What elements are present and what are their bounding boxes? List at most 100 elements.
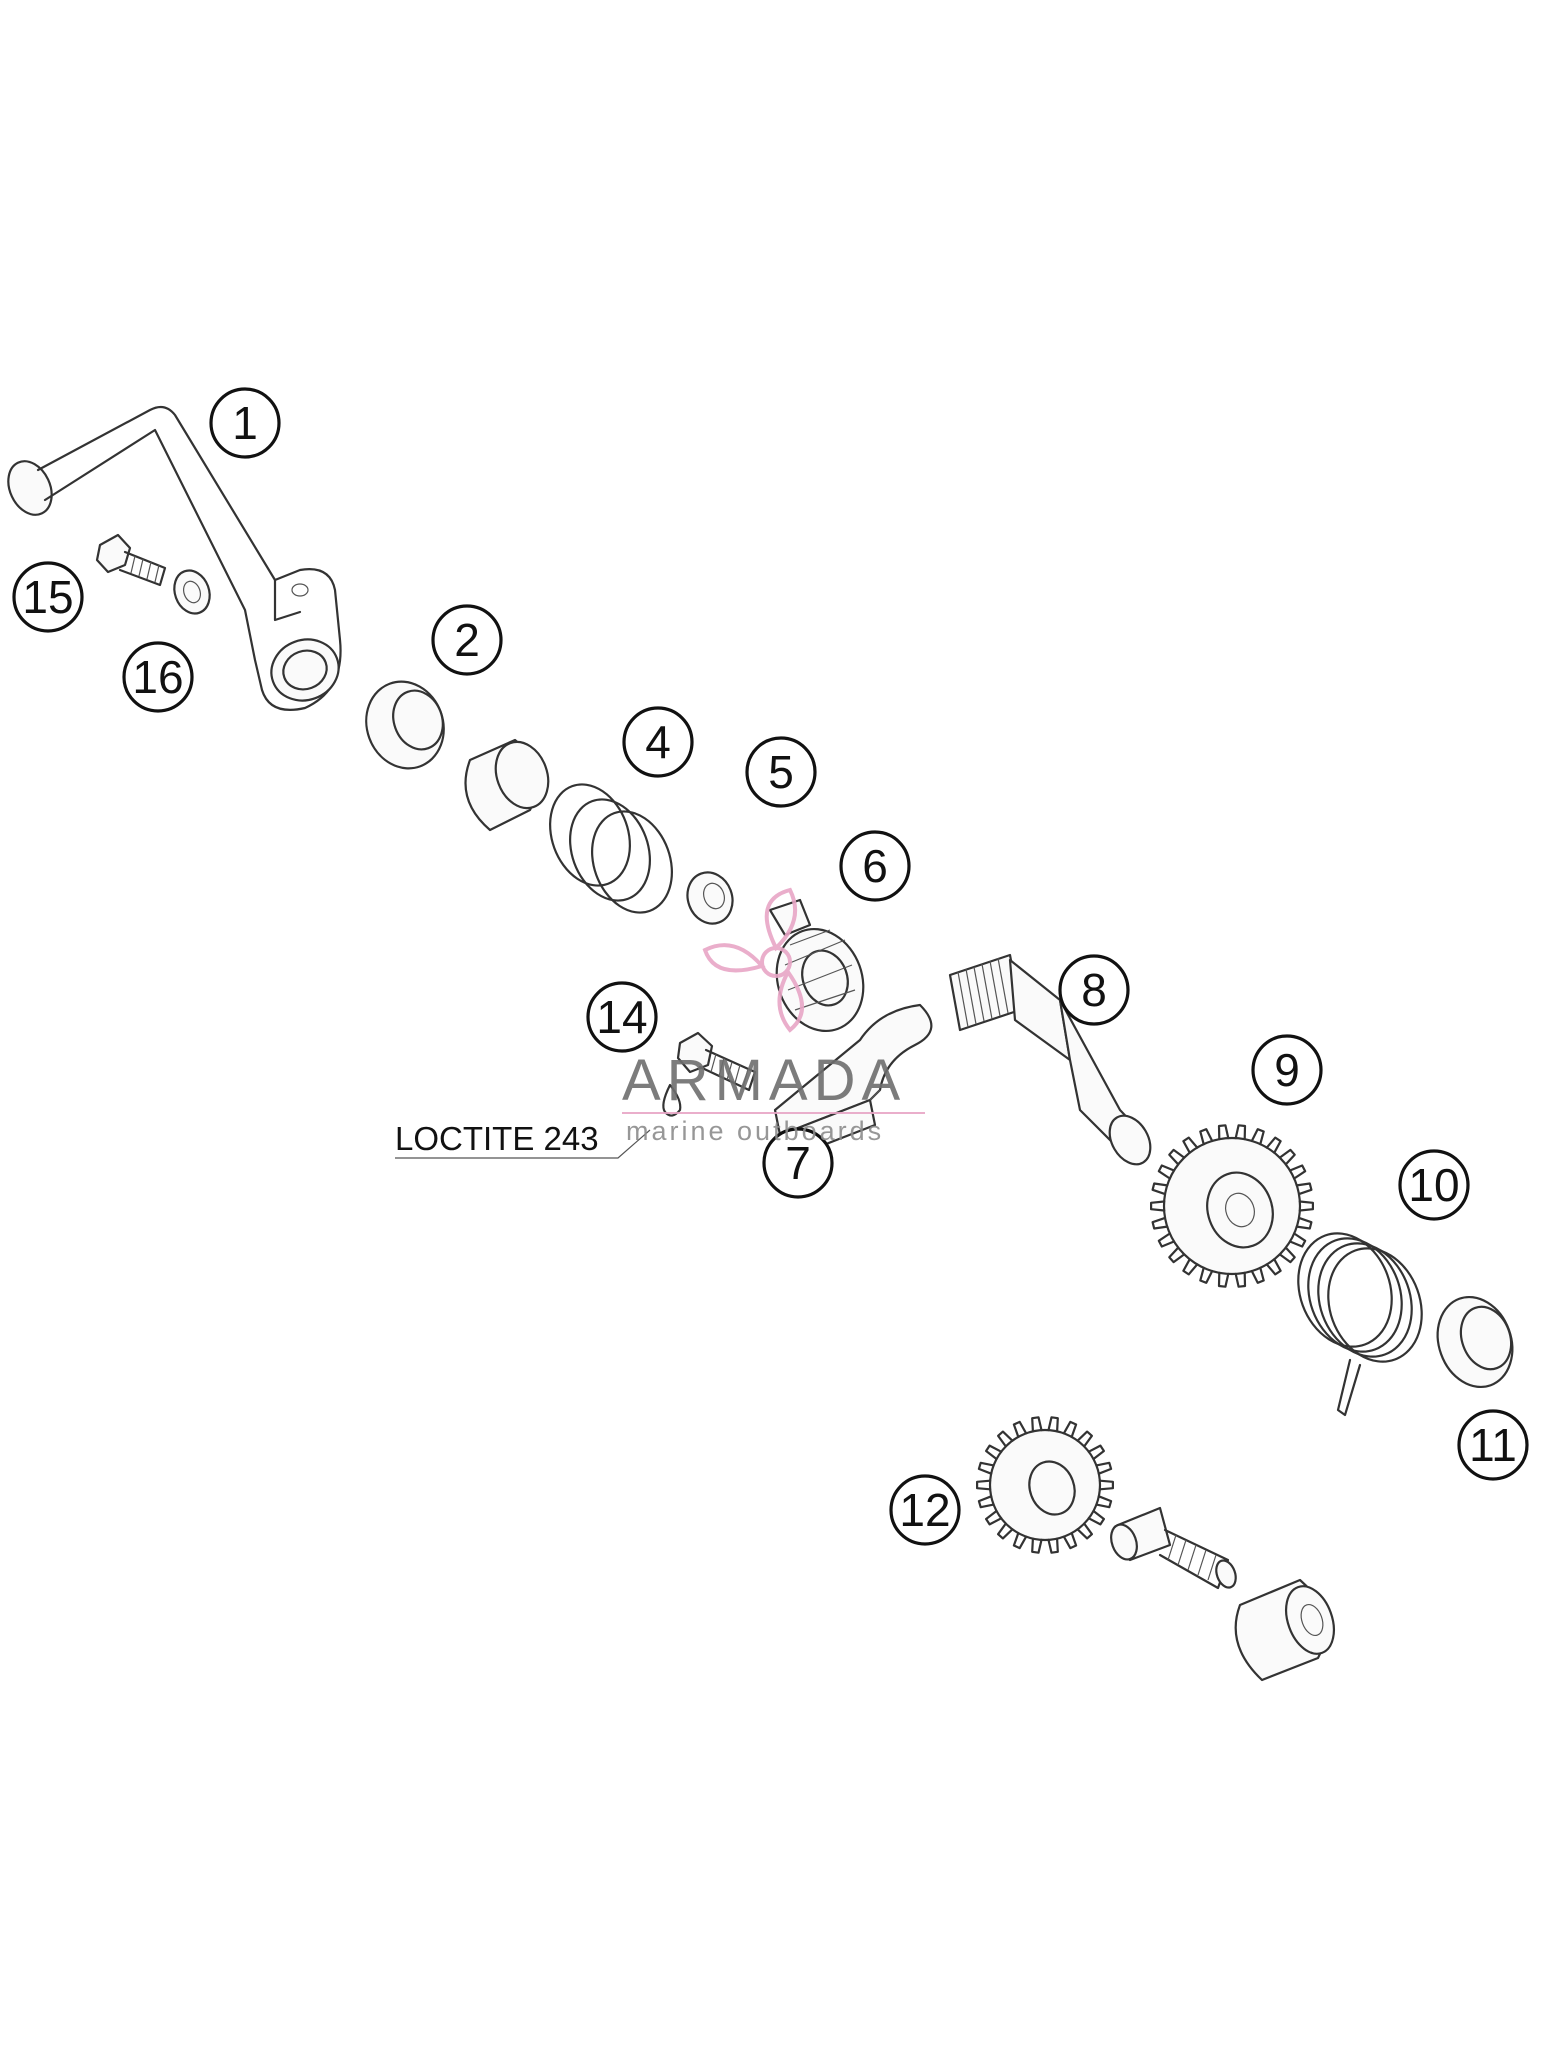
gear-tooth xyxy=(1062,1532,1078,1550)
bolt-15 xyxy=(95,533,167,587)
callout-1-label: 1 xyxy=(232,397,258,449)
callout-7-label: 7 xyxy=(785,1137,811,1189)
callout-7: 7 xyxy=(762,1127,834,1199)
gear-tooth xyxy=(1031,1537,1043,1554)
gear-tooth xyxy=(1265,1258,1282,1276)
note-leader xyxy=(395,1129,651,1159)
gear-tooth xyxy=(1047,1416,1059,1433)
callout-10-label: 10 xyxy=(1408,1159,1459,1211)
spring-4 xyxy=(549,783,673,914)
gear-9 xyxy=(1150,1124,1314,1288)
gear-tooth xyxy=(1062,1420,1078,1438)
gear-tooth xyxy=(997,1522,1014,1540)
gear-tooth xyxy=(1151,1182,1169,1196)
gear-tooth xyxy=(1168,1246,1186,1264)
gear-tooth xyxy=(1076,1430,1093,1448)
gear-tooth xyxy=(1157,1164,1176,1180)
watermark-subtitle: marine outboards xyxy=(626,1116,884,1146)
callout-11-label: 11 xyxy=(1469,1419,1517,1471)
gear-tooth xyxy=(976,1479,992,1491)
loctite-drop xyxy=(662,1083,682,1117)
gear-tooth xyxy=(1295,1216,1313,1230)
gear-tooth xyxy=(1095,1495,1113,1509)
gear-tooth xyxy=(1217,1271,1230,1288)
ratchet-6 xyxy=(768,898,865,1033)
gear-tooth xyxy=(1217,1124,1230,1141)
callout-12-label: 12 xyxy=(899,1484,950,1536)
callout-16-label: 16 xyxy=(132,651,183,703)
callout-6-label: 6 xyxy=(862,840,888,892)
gear-tooth xyxy=(1278,1148,1296,1166)
gear-tooth xyxy=(1012,1532,1028,1550)
callout-9-label: 9 xyxy=(1274,1044,1300,1096)
callout-2-label: 2 xyxy=(454,614,480,666)
callout-12: 12 xyxy=(889,1474,961,1546)
washer-5 xyxy=(686,871,734,925)
callout-5: 5 xyxy=(745,736,817,808)
screw-14 xyxy=(676,1031,757,1092)
gear-tooth xyxy=(1157,1232,1176,1248)
gear-tooth xyxy=(1150,1200,1166,1212)
gear-tooth xyxy=(1234,1271,1247,1288)
gear-tooth xyxy=(1250,1128,1265,1146)
gear-tooth xyxy=(1047,1537,1059,1554)
callout-8: 8 xyxy=(1058,954,1130,1026)
gear-tooth xyxy=(1012,1420,1028,1438)
callout-5-label: 5 xyxy=(768,746,794,798)
loctite-note: LOCTITE 243 xyxy=(395,1120,599,1157)
gear-tooth xyxy=(1168,1148,1186,1166)
callout-6: 6 xyxy=(839,830,911,902)
gear-tooth xyxy=(1095,1461,1113,1475)
gear-tooth xyxy=(1298,1200,1314,1212)
idler-bushing xyxy=(1234,1578,1335,1682)
gear-tooth xyxy=(1278,1246,1296,1264)
gear-tooth xyxy=(1031,1416,1043,1433)
gear-12 xyxy=(976,1416,1114,1554)
bushing-3 xyxy=(464,738,550,832)
seal-ring-2 xyxy=(365,680,445,770)
callout-2: 2 xyxy=(431,604,503,676)
gear-tooth xyxy=(1288,1164,1307,1180)
callout-15: 15 xyxy=(12,561,84,633)
gear-tooth xyxy=(1087,1509,1105,1526)
gear-tooth xyxy=(1182,1258,1199,1276)
gear-tooth xyxy=(1199,1128,1214,1146)
gear-tooth xyxy=(977,1461,995,1475)
callout-4: 4 xyxy=(622,706,694,778)
watermark-title: ARMADA xyxy=(622,1048,906,1113)
callout-14-label: 14 xyxy=(596,991,647,1043)
gear-tooth xyxy=(985,1509,1003,1526)
gear-tooth xyxy=(977,1495,995,1509)
propeller-logo-icon xyxy=(702,887,804,1033)
gear-tooth xyxy=(1250,1266,1265,1284)
callout-1: 1 xyxy=(209,387,281,459)
armada-watermark: ARMADA marine outboards xyxy=(622,887,925,1146)
callout-9: 9 xyxy=(1251,1034,1323,1106)
gear-tooth xyxy=(1295,1182,1313,1196)
gear-tooth xyxy=(1265,1136,1282,1154)
kick-lever xyxy=(7,405,342,711)
gear-tooth xyxy=(1199,1266,1214,1284)
gear-tooth xyxy=(1087,1444,1105,1461)
torsion-spring-10 xyxy=(1297,1232,1423,1417)
gear-tooth xyxy=(1076,1522,1093,1540)
gear-tooth xyxy=(985,1444,1003,1461)
callout-14: 14 xyxy=(586,981,658,1053)
gear-tooth xyxy=(1151,1216,1169,1230)
ring-11 xyxy=(1436,1295,1514,1389)
washer-16 xyxy=(173,569,211,615)
callout-11: 11 xyxy=(1457,1409,1529,1481)
gear-tooth xyxy=(1098,1479,1114,1491)
callout-8-label: 8 xyxy=(1081,964,1107,1016)
callout-15-label: 15 xyxy=(22,571,73,623)
kickstart-shaft-8 xyxy=(948,953,1152,1166)
callout-4-label: 4 xyxy=(645,716,671,768)
gear-tooth xyxy=(1182,1136,1199,1154)
idler-bolt xyxy=(1110,1506,1237,1590)
callout-16: 16 xyxy=(122,641,194,713)
callout-10: 10 xyxy=(1398,1149,1470,1221)
gear-tooth xyxy=(997,1430,1014,1448)
gear-tooth xyxy=(1234,1124,1247,1141)
